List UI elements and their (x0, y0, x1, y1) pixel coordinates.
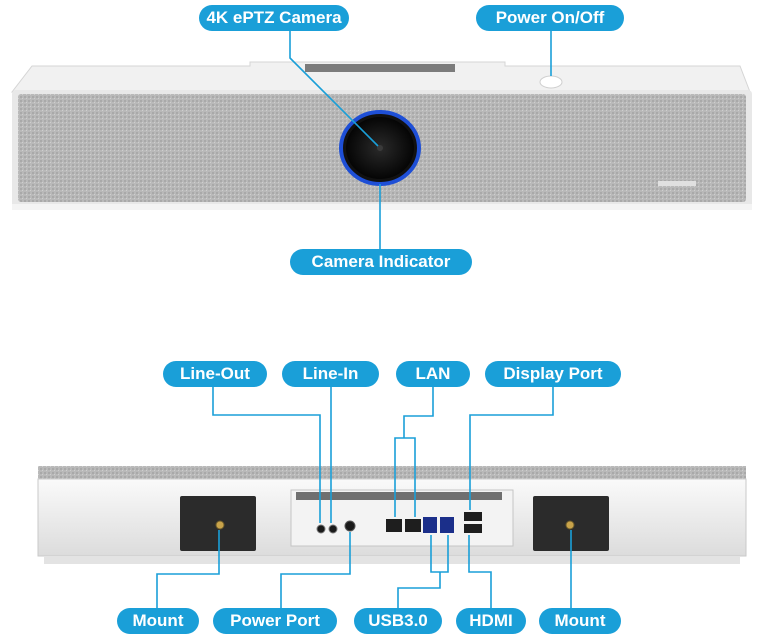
front-top-vent (305, 64, 455, 72)
power-button (539, 75, 563, 89)
label-hdmi: HDMI (456, 608, 526, 634)
front-view-device (10, 61, 752, 210)
leader-usb-stem (397, 572, 441, 610)
label-power-port: Power Port (213, 608, 337, 634)
hdmi-port-socket (464, 524, 482, 533)
leader-lan-branches (394, 437, 416, 517)
label-4k-eptz-camera: 4K ePTZ Camera (199, 5, 349, 31)
usb-port-2 (440, 517, 454, 533)
leader-display-port (469, 386, 554, 510)
line-in-jack (328, 524, 338, 534)
usb-port-1 (423, 517, 437, 533)
brand-logo (658, 181, 696, 186)
label-display-port: Display Port (485, 361, 621, 387)
camera-lens-center (377, 145, 383, 151)
leader-power-port (280, 532, 351, 610)
mount-screw-right (565, 520, 575, 530)
front-leader-lines (289, 31, 552, 250)
label-lan: LAN (396, 361, 470, 387)
label-usb3: USB3.0 (354, 608, 442, 634)
line-out-jack (316, 524, 326, 534)
label-power-on-off: Power On/Off (476, 5, 624, 31)
rear-fabric-top (38, 466, 746, 480)
rear-view-device (37, 466, 747, 564)
label-line-out: Line-Out (163, 361, 267, 387)
label-line-in: Line-In (282, 361, 379, 387)
front-body-bottom-edge (12, 204, 752, 210)
power-port-jack (344, 520, 356, 532)
lan-port-2 (405, 519, 421, 532)
mount-screw-left (215, 520, 225, 530)
label-mount-right: Mount (539, 608, 621, 634)
leader-camera (289, 31, 379, 147)
label-mount-left: Mount (117, 608, 199, 634)
rear-leader-lines (156, 386, 572, 610)
leader-mount-left (156, 530, 220, 610)
leader-line-out (212, 386, 321, 523)
label-camera-indicator: Camera Indicator (290, 249, 472, 275)
display-port-socket (464, 512, 482, 521)
rear-vent (296, 492, 502, 500)
rear-bottom-strip (44, 556, 740, 564)
leader-hdmi (468, 535, 492, 610)
lan-port-1 (386, 519, 402, 532)
leader-lan (403, 386, 434, 438)
